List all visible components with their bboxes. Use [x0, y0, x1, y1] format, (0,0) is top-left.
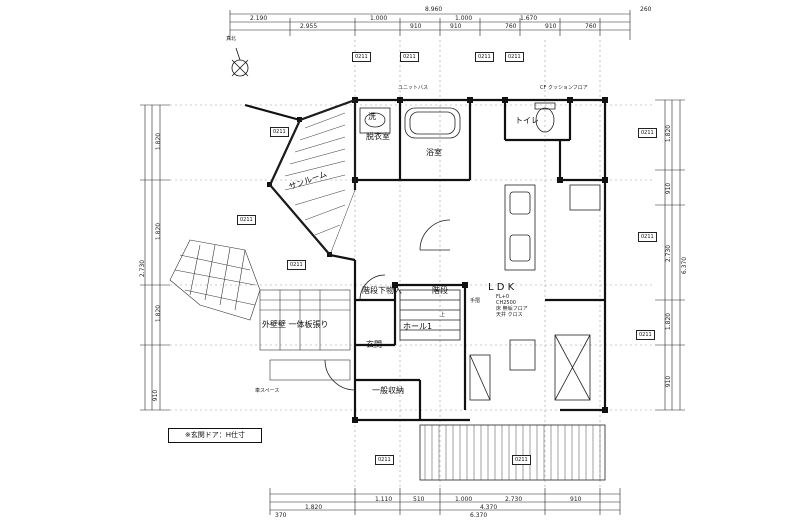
finish-tag: 0211	[636, 330, 655, 340]
dim-top-e: 260	[640, 6, 652, 13]
finish-tag: 0211	[512, 455, 531, 465]
stair-up-mark: 上	[440, 312, 446, 318]
dim-right-f: 910	[665, 375, 673, 388]
room-stair: 階段	[432, 286, 448, 295]
finish-tag: 0211	[287, 260, 306, 270]
entrance-door-note: ※玄関ドア：H仕寸	[168, 428, 262, 443]
dim-right-a: 1.820	[665, 124, 673, 143]
ldk-fl-note: FL+0	[496, 294, 510, 300]
finish-tag: 0211	[475, 52, 494, 62]
room-underfloor: 階段下物入	[362, 286, 402, 295]
room-entrance: 玄関	[366, 340, 382, 349]
dim-right-d: 1.820	[665, 312, 673, 331]
room-dressing: 脱衣室	[366, 132, 390, 141]
bath-unit-note: ユニットバス	[398, 85, 429, 91]
room-ldk: L D K	[488, 282, 515, 293]
dim-bottom-i: 6.370	[470, 512, 488, 519]
finish-tag: 0211	[400, 52, 419, 62]
dim-left-d: 1.820	[155, 304, 163, 323]
dim-top-f: 2.955	[300, 23, 318, 30]
finish-tag: 0211	[237, 215, 256, 225]
dim-bottom-f: 1.820	[305, 504, 323, 511]
room-wash: 洗	[368, 112, 376, 121]
dim-top-k: 760	[585, 23, 597, 30]
dim-top-b: 1.000	[370, 15, 388, 22]
dim-left-b: 1.820	[155, 222, 163, 241]
finish-tag: 0211	[270, 127, 289, 137]
dim-top-d: 1.670	[520, 15, 538, 22]
finish-tag: 0211	[638, 128, 657, 138]
ldk-ceiling-note: 天井 クロス	[496, 312, 523, 318]
dim-top-total: 8.960	[425, 6, 443, 13]
bike-space-note: 車スペース	[255, 388, 280, 394]
finish-tag: 0211	[375, 455, 394, 465]
ldk-floor-note: 床 無垢フロア	[496, 306, 528, 312]
dim-top-a: 2.190	[250, 15, 268, 22]
room-hall: ホール1	[403, 322, 433, 331]
dim-right-b: 910	[665, 182, 673, 195]
dim-left-c: 2.730	[139, 259, 147, 278]
exterior-wall-note: 外壁壁 一体板張り	[262, 320, 329, 329]
dim-top-g: 910	[410, 23, 422, 30]
room-toilet: トイレ	[515, 116, 539, 125]
toilet-floor-note: CF クッションフロア	[540, 85, 588, 91]
dim-bottom-g: 4.370	[480, 504, 498, 511]
ldk-ch-note: CH2500	[496, 300, 516, 306]
finish-tag: 0211	[505, 52, 524, 62]
dim-bottom-h: 370	[275, 512, 287, 519]
dim-left-a: 1.820	[155, 132, 163, 151]
dim-bottom-a: 1.110	[375, 496, 393, 503]
dim-right-e: 6.370	[681, 256, 689, 275]
dim-top-i: 760	[505, 23, 517, 30]
dim-bottom-b: 510	[413, 496, 425, 503]
room-bathroom: 浴室	[426, 148, 442, 157]
dim-top-c: 1.000	[455, 15, 473, 22]
dim-bottom-e: 910	[570, 496, 582, 503]
dim-bottom-c: 1.000	[455, 496, 473, 503]
dim-left-e: 910	[152, 389, 160, 402]
dim-right-c: 2.730	[665, 244, 673, 263]
north-label: 真北	[226, 36, 237, 42]
finish-tag: 0211	[638, 232, 657, 242]
dim-bottom-d: 2.730	[505, 496, 523, 503]
dim-top-h: 910	[450, 23, 462, 30]
room-storage: 一般収納	[372, 386, 404, 395]
dim-top-j: 910	[545, 23, 557, 30]
handrail-note: 手摺	[470, 298, 481, 304]
finish-tag: 0211	[352, 52, 371, 62]
